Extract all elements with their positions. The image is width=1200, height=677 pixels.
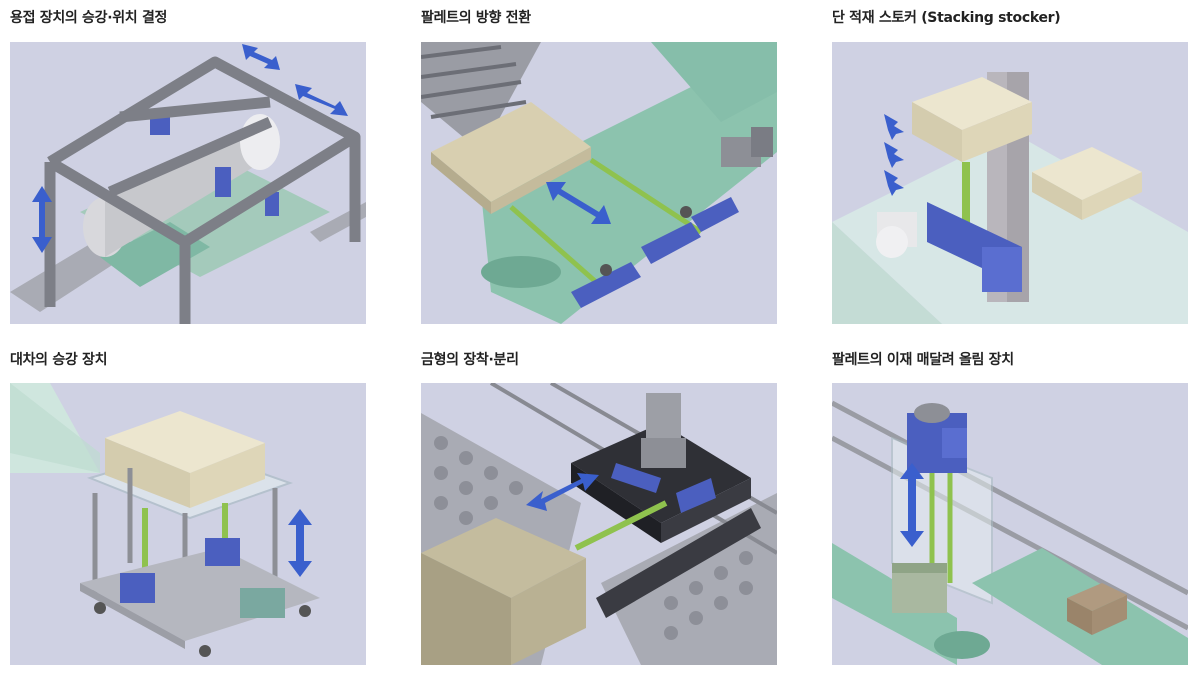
card-title: 팔레트의 이재 매달려 올림 장치: [832, 352, 1014, 368]
card-title: 금형의 장착·분리: [421, 352, 519, 368]
card-title: 용접 장치의 승강·위치 결정: [10, 10, 168, 26]
pallet-hoist-illustration: [832, 383, 1188, 665]
card-title: 단 적재 스토커 (Stacking stocker): [832, 10, 1061, 26]
card-title: 대차의 승강 장치: [10, 352, 108, 368]
cart-lift-illustration: [10, 383, 366, 665]
mold-attach-illustration: [421, 383, 777, 665]
card-title: 팔레트의 방향 전환: [421, 10, 531, 26]
stacking-stocker-illustration: [832, 42, 1188, 324]
pallet-direction-illustration: [421, 42, 777, 324]
welding-lift-illustration: [10, 42, 366, 324]
